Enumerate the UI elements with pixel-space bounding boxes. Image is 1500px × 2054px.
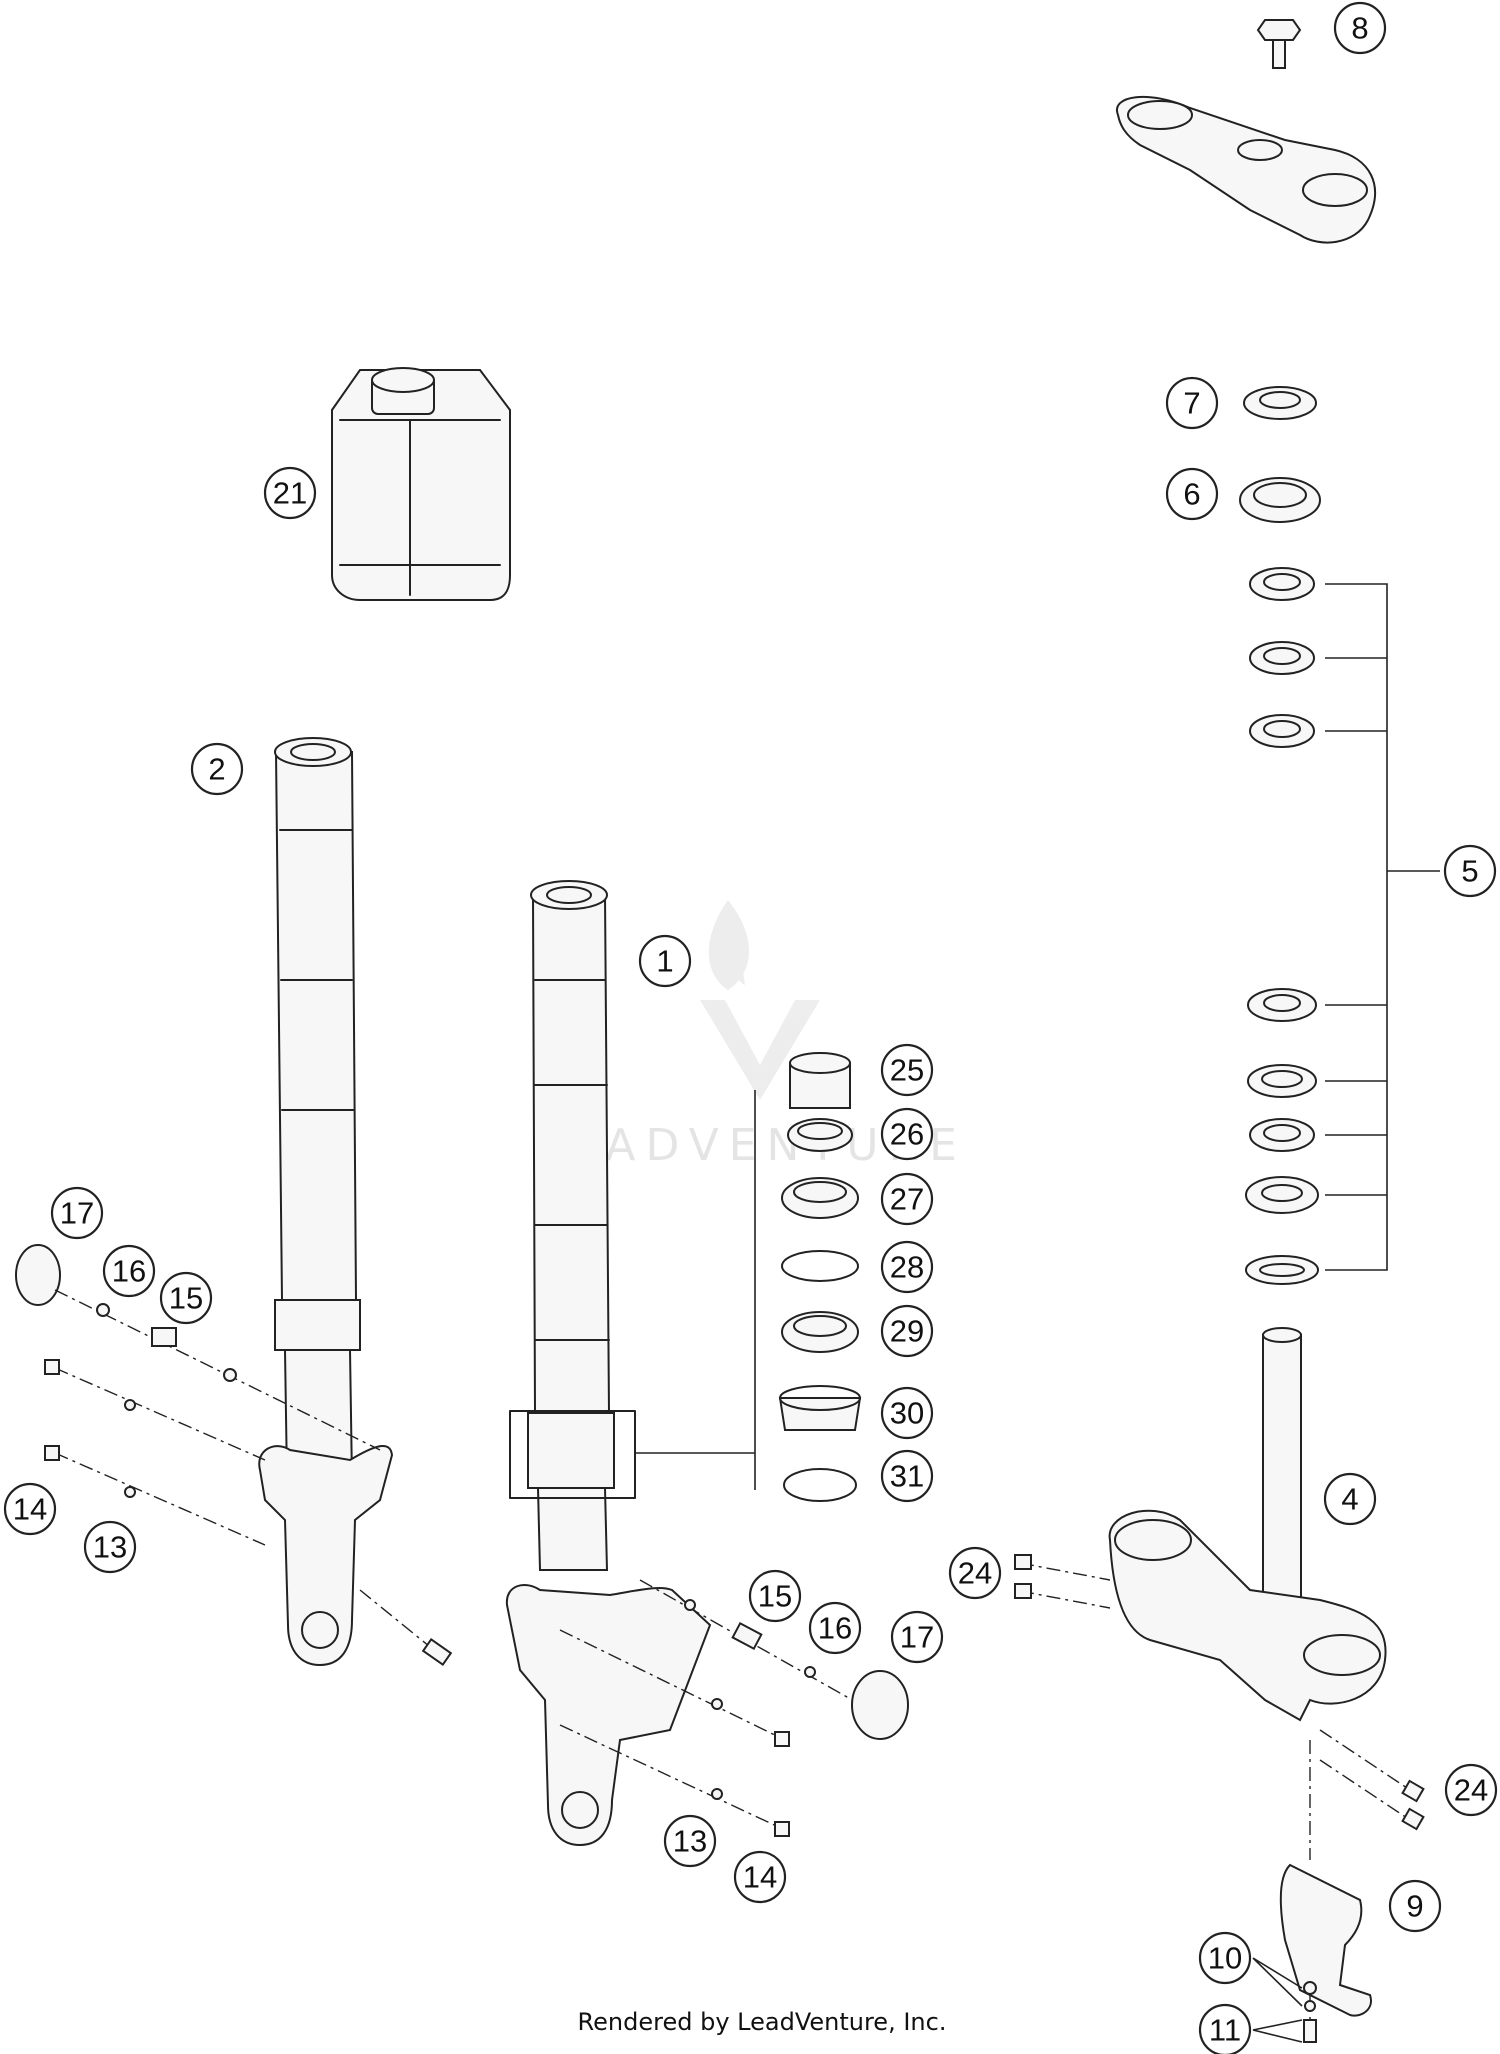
- svg-text:8: 8: [1351, 11, 1368, 46]
- callout-16-left: 16: [102, 1244, 156, 1298]
- callout-8: 8: [1333, 1, 1387, 55]
- svg-text:2: 2: [208, 752, 225, 787]
- callout-5: 5: [1443, 844, 1497, 898]
- flame-logo-icon: [708, 900, 750, 990]
- svg-text:13: 13: [673, 1824, 707, 1859]
- part-right-fork-hardware: [559, 1579, 909, 1837]
- callout-2: 2: [190, 742, 244, 796]
- callout-11: 11: [1198, 2003, 1252, 2054]
- svg-text:29: 29: [890, 1314, 924, 1349]
- svg-text:7: 7: [1183, 386, 1200, 421]
- callout-24-left: 24: [948, 1546, 1002, 1600]
- chevron-logo-icon: [700, 1000, 820, 1100]
- part-fork-detail-seals: [778, 1052, 862, 1502]
- svg-text:14: 14: [13, 1492, 47, 1527]
- footer-text: Rendered by LeadVenture, Inc.: [577, 2008, 947, 2036]
- callout-31: 31: [880, 1449, 934, 1503]
- part-left-fork-hardware: [15, 1244, 453, 1667]
- detail-box: [509, 1410, 636, 1499]
- svg-text:24: 24: [958, 1556, 992, 1591]
- footer-credit: Rendered by LeadVenture, Inc.: [0, 2008, 1500, 2036]
- callout-15-left: 15: [159, 1271, 213, 1325]
- svg-text:10: 10: [1208, 1941, 1242, 1976]
- callout-15-right: 15: [748, 1569, 802, 1623]
- svg-text:15: 15: [169, 1281, 203, 1316]
- svg-text:27: 27: [890, 1182, 924, 1217]
- callout-30: 30: [880, 1386, 934, 1440]
- part-left-fork-leg: [258, 737, 394, 1667]
- svg-text:21: 21: [273, 476, 307, 511]
- svg-text:6: 6: [1183, 477, 1200, 512]
- callout-1: 1: [638, 934, 692, 988]
- callout-25: 25: [880, 1043, 934, 1097]
- callout-24-right: 24: [1444, 1763, 1498, 1817]
- svg-text:9: 9: [1406, 1889, 1423, 1924]
- callout-10: 10: [1198, 1931, 1252, 1985]
- svg-text:31: 31: [890, 1459, 924, 1494]
- svg-text:30: 30: [890, 1396, 924, 1431]
- callout-17-right: 17: [890, 1610, 944, 1664]
- callout-14-left: 14: [3, 1482, 57, 1536]
- svg-text:25: 25: [890, 1053, 924, 1088]
- callout-21: 21: [263, 466, 317, 520]
- svg-text:16: 16: [818, 1611, 852, 1646]
- svg-text:14: 14: [743, 1860, 777, 1895]
- part-upper-triple-clamp: [1115, 95, 1377, 244]
- leader-bracket-detail: [635, 1090, 756, 1490]
- svg-text:11: 11: [1209, 2013, 1241, 2048]
- part-lower-triple-clamp: [1108, 1327, 1387, 1722]
- svg-text:1: 1: [656, 944, 673, 979]
- svg-text:24: 24: [1454, 1773, 1488, 1808]
- svg-text:16: 16: [112, 1254, 146, 1289]
- part-oil-can: [331, 367, 511, 601]
- callout-16-right: 16: [808, 1601, 862, 1655]
- callout-28: 28: [880, 1240, 934, 1294]
- svg-text:17: 17: [900, 1620, 934, 1655]
- callout-7: 7: [1165, 376, 1219, 430]
- part-right-fork-leg: [505, 880, 712, 1847]
- callout-13-left: 13: [83, 1520, 137, 1574]
- callout-17-left: 17: [50, 1186, 104, 1240]
- callout-27: 27: [880, 1172, 934, 1226]
- callout-4: 4: [1323, 1472, 1377, 1526]
- callout-6: 6: [1165, 467, 1219, 521]
- part-steering-damper-bracket: [1252, 1740, 1372, 2043]
- leader-bracket-5: [1325, 583, 1440, 1271]
- callout-9: 9: [1388, 1879, 1442, 1933]
- part-top-bolt: [1256, 19, 1302, 69]
- svg-text:15: 15: [758, 1579, 792, 1614]
- svg-text:17: 17: [60, 1196, 94, 1231]
- part-clamp-bolts: [1014, 1554, 1425, 1831]
- callout-26: 26: [880, 1107, 934, 1161]
- svg-text:5: 5: [1461, 854, 1478, 889]
- svg-text:4: 4: [1341, 1482, 1358, 1517]
- part-bearing-stack: [1239, 386, 1321, 1285]
- svg-text:28: 28: [890, 1250, 924, 1285]
- callout-29: 29: [880, 1304, 934, 1358]
- callout-13-right: 13: [663, 1814, 717, 1868]
- svg-text:26: 26: [890, 1117, 924, 1152]
- callout-14-right: 14: [733, 1850, 787, 1904]
- svg-text:13: 13: [93, 1530, 127, 1565]
